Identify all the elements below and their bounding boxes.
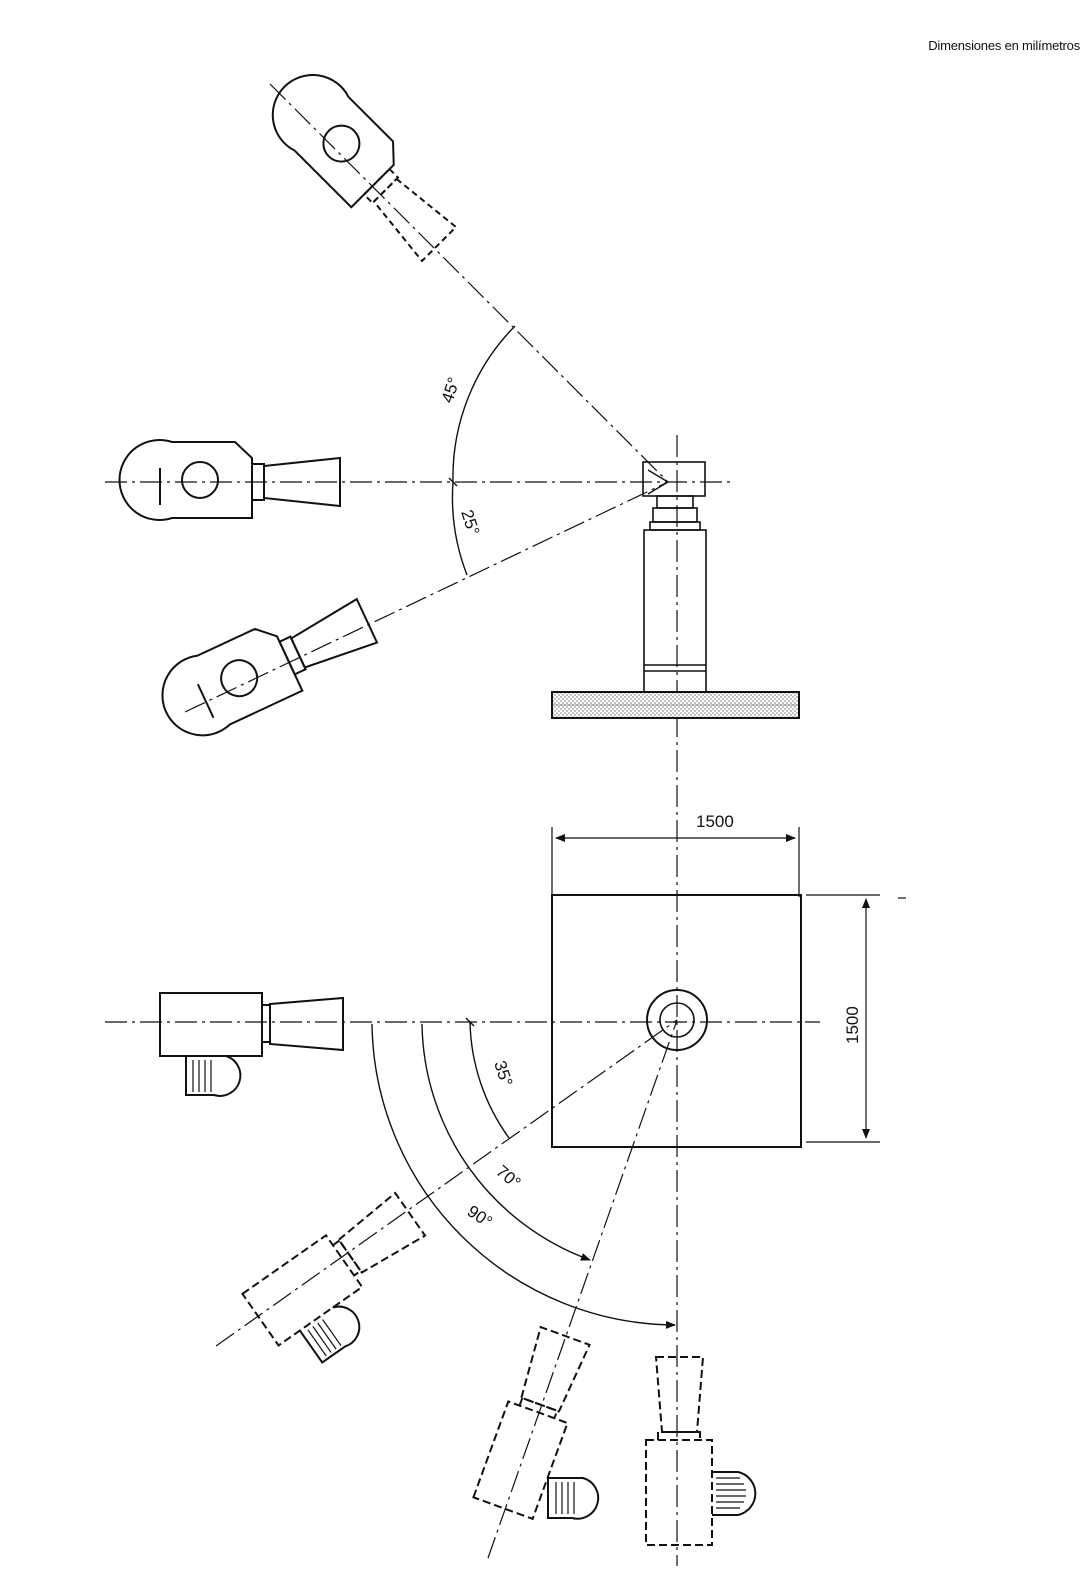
- angle-label-45: 45°: [438, 375, 464, 405]
- units-note: Dimensiones en milímetros: [928, 38, 1080, 53]
- plan-axis-35: [215, 1019, 678, 1347]
- dim-label-width: 1500: [696, 812, 734, 831]
- column-inner: [659, 1002, 695, 1038]
- axis-45: [269, 83, 669, 483]
- plan-lamp-70-fan: [547, 1477, 600, 1520]
- arc-70: [421, 1023, 591, 1261]
- column-outer: [646, 989, 708, 1051]
- arc-45: [452, 325, 516, 483]
- stand-column: [643, 529, 707, 693]
- angle-label-70: 70°: [492, 1162, 524, 1193]
- angle-label-90: 90°: [464, 1202, 496, 1232]
- stand-head-mark: [647, 469, 670, 495]
- dim-label-height: 1500: [843, 1006, 862, 1044]
- plan-lamp-90: [645, 1356, 757, 1546]
- axis-25: [184, 481, 669, 713]
- angle-label-25: 25°: [457, 507, 483, 537]
- angle-label-35: 35°: [490, 1058, 516, 1088]
- plan-view: [105, 827, 906, 1559]
- arc-90: [371, 1023, 676, 1329]
- plan-axis-70: [487, 1019, 678, 1559]
- arc-25: [451, 481, 468, 576]
- lamp-45: [271, 74, 458, 263]
- lamp-horizontal: [118, 439, 341, 521]
- lamp-25: [161, 597, 379, 737]
- elevation-view: [105, 74, 800, 1566]
- arc-35: [469, 1021, 510, 1139]
- plan-lamp-70: [472, 1325, 591, 1521]
- plan-lamp-horizontal: [159, 992, 344, 1097]
- plan-lamp-35: [241, 1191, 427, 1364]
- base-square: [551, 894, 802, 1148]
